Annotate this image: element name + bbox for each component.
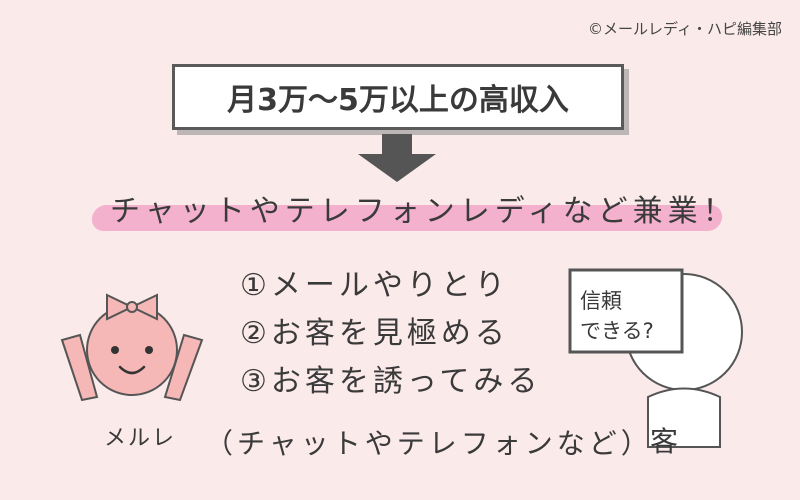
speech-box [568, 268, 684, 354]
headline-text: 月3万〜5万以上の高収入 [227, 83, 569, 118]
steps-list: ①メールやりとり ②お客を見極める ③お客を誘ってみる [240, 262, 541, 406]
step-item-2: ②お客を見極める [240, 316, 509, 351]
right-eye [145, 346, 153, 354]
down-arrow-icon [358, 134, 436, 182]
right-arm [163, 333, 204, 402]
mascot-name: メルレ [104, 426, 177, 451]
step-item-3: ③お客を誘ってみる [240, 364, 542, 399]
customer-label: 客 [650, 425, 679, 458]
copyright-credit: ©メールレディ・ハピ編集部 [588, 20, 782, 38]
speech-line-2: できる? [580, 319, 654, 343]
speech-line-1: 信頼 [580, 289, 622, 313]
speech-box-text: 信頼 できる? [580, 286, 690, 346]
subline-text: チャットやテレフォンレディなど兼業！ [110, 194, 738, 229]
customer-figure [568, 268, 743, 448]
headline-box: 月3万〜5万以上の高収入 [172, 64, 624, 130]
mascot-character [60, 293, 204, 402]
bow-icon [106, 293, 158, 321]
step-item-1: ①メールやりとり [240, 268, 509, 303]
left-eye [111, 346, 119, 354]
left-arm [60, 333, 99, 402]
smile [118, 365, 146, 375]
mascot-face [86, 304, 178, 396]
customer-body [647, 387, 721, 448]
note-text: （チャットやテレフォンなど） [205, 427, 653, 460]
